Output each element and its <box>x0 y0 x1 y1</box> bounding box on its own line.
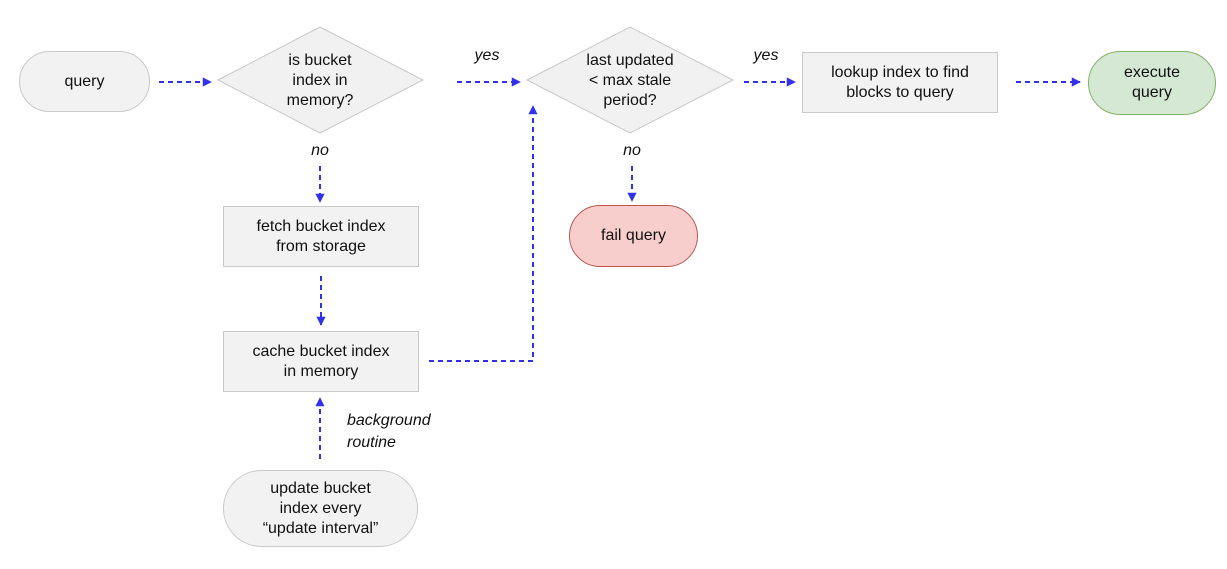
diamond-is-bucket-index-in-memory <box>216 26 425 134</box>
node-execute-query: execute query <box>1088 51 1216 115</box>
node-update-bucket-index: update bucket index every “update interv… <box>223 470 418 547</box>
node-lookup-index: lookup index to find blocks to query <box>802 52 998 113</box>
node-is-bucket-index-in-memory-label: is bucket index in memory? <box>286 52 354 109</box>
node-last-updated-max-stale-label: last updated < max stale period? <box>586 52 674 109</box>
node-query: query <box>19 51 150 112</box>
node-fetch-bucket-index: fetch bucket index from storage <box>223 206 419 267</box>
edge-label-no-stale: no <box>623 142 641 159</box>
edge-label-yes-stale: yes <box>753 47 779 64</box>
arrow-cache-to-stale-check <box>429 105 538 362</box>
diamond-last-updated-max-stale <box>525 26 735 134</box>
node-cache-bucket-index: cache bucket index in memory <box>223 331 419 392</box>
node-fail-query: fail query <box>569 205 698 267</box>
edge-label-yes-memory: yes <box>474 47 500 64</box>
edge-label-background-routine: background routine <box>347 412 431 451</box>
edge-label-no-memory: no <box>311 142 329 159</box>
